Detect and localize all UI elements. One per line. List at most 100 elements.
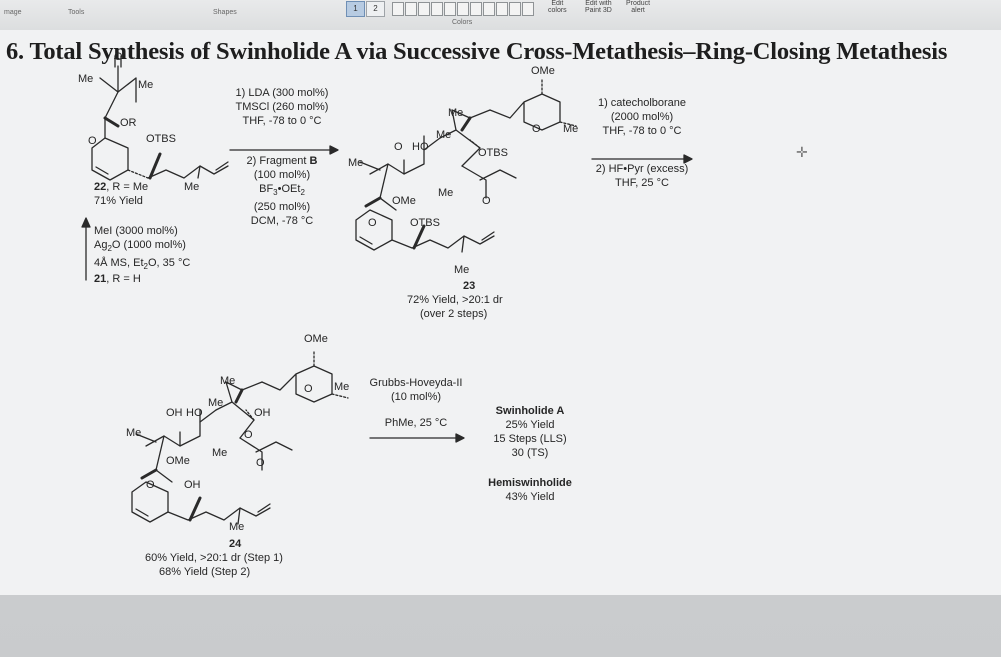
compound-22-number: 22 <box>94 181 107 193</box>
atom-label: Me <box>212 447 228 459</box>
palette-swatch[interactable] <box>444 2 456 16</box>
palette-swatch[interactable] <box>457 2 469 16</box>
atom-label: O <box>256 457 265 469</box>
atom-label: OMe <box>531 65 555 77</box>
swinholide-a-steps: 15 Steps (LLS) <box>493 433 567 445</box>
atom-label: Me <box>184 181 200 193</box>
atom-label: O <box>146 479 155 491</box>
condition-line: (2000 mol%) <box>610 111 674 123</box>
compound-24-yield-step1: 60% Yield, >20:1 dr (Step 1) <box>145 552 283 564</box>
hemiswinholide-yield: 43% Yield <box>505 491 555 503</box>
ribbon-group-image-label: mage <box>4 9 22 16</box>
condition-line: PhMe, 25 °C <box>384 417 448 429</box>
atom-label: Me <box>454 264 470 276</box>
palette-swatch[interactable] <box>392 2 404 16</box>
atom-label: O <box>88 135 97 147</box>
color1-button[interactable]: 1 <box>346 1 365 17</box>
paint3d-label: Paint 3D <box>585 7 612 14</box>
palette-swatch[interactable] <box>470 2 482 16</box>
atom-label: Me <box>448 107 464 119</box>
palette-swatch[interactable] <box>509 2 521 16</box>
condition-line: (100 mol%) <box>253 169 311 181</box>
condition-line: (250 mol%) <box>253 201 311 214</box>
step1-conditions: 1) LDA (300 mol%) TMSCl (260 mol%) THF, … <box>222 86 342 128</box>
hemiswinholide-name: Hemiswinholide <box>488 477 572 489</box>
atom-label: HO <box>412 141 429 153</box>
atom-label: Me <box>138 79 154 91</box>
product-alert-button[interactable]: Product alert <box>626 0 650 14</box>
palette-swatch[interactable] <box>483 2 495 16</box>
product-label: Product <box>626 0 651 7</box>
condition-line: 1) LDA (300 mol%) <box>235 87 329 99</box>
condition-line: Grubbs-Hoveyda-II <box>369 377 463 389</box>
hemiswinholide-result: Hemiswinholide 43% Yield <box>470 476 590 504</box>
alert-label: alert <box>631 7 645 14</box>
swinholide-a-yield: 25% Yield <box>505 419 555 431</box>
reaction-scheme-drawing <box>81 55 693 525</box>
atom-label: OMe <box>392 195 416 207</box>
atom-label: OTBS <box>478 147 508 159</box>
compound-22-structure <box>91 55 229 181</box>
color2-button[interactable]: 2 <box>366 1 385 17</box>
ribbon-group-tools-label: Tools <box>68 9 85 16</box>
compound-23-number: 23 <box>463 280 476 292</box>
edit-colors-button[interactable]: Edit colors <box>548 0 567 14</box>
atom-label: O <box>482 195 491 207</box>
rcm-conditions-top: Grubbs-Hoveyda-II (10 mol%) <box>356 376 476 404</box>
atom-label: Me <box>563 123 579 135</box>
swinholide-a-total-steps: 30 (TS) <box>511 447 549 459</box>
atom-label: Me <box>436 129 452 141</box>
ribbon: mage Tools Shapes Colors 1 2 Edit colors… <box>0 0 1001 31</box>
compound-23-structure <box>355 77 577 253</box>
compound-24-yield-step2: 68% Yield (Step 2) <box>159 566 251 578</box>
atom-label: Me <box>220 375 236 387</box>
palette-swatch[interactable] <box>418 2 430 16</box>
atom-label: O <box>244 429 253 441</box>
atom-label: Me <box>229 521 245 533</box>
condition-line: MeI (3000 mol%) <box>94 225 178 237</box>
ribbon-group-colors-label: Colors <box>452 19 473 26</box>
reduction-conditions-top: 1) catecholborane (2000 mol%) THF, -78 t… <box>582 96 702 138</box>
rcm-conditions-bottom: PhMe, 25 °C <box>356 416 476 430</box>
atom-label: OTBS <box>410 217 440 229</box>
compound-22-yield: 71% Yield <box>94 195 143 207</box>
atom-label: Me <box>126 427 142 439</box>
condition-line: THF, -78 to 0 °C <box>242 115 322 127</box>
palette-swatch[interactable] <box>496 2 508 16</box>
atom-label: OH <box>184 479 201 491</box>
atom-label: Me <box>334 381 350 393</box>
atom-label: OR <box>120 117 137 129</box>
atom-label: O <box>114 51 123 63</box>
step2-conditions: 2) Fragment B (100 mol%) BF3•OEt2 (250 m… <box>222 154 342 228</box>
edit-with-label: Edit with <box>585 0 612 7</box>
atom-label: OMe <box>304 333 328 345</box>
compound-24-structure <box>131 349 349 525</box>
palette-swatch[interactable] <box>431 2 443 16</box>
ribbon-group-shapes-label: Shapes <box>213 9 237 16</box>
atom-label: Me <box>208 397 224 409</box>
edit-colors-label-1: Edit <box>551 0 564 7</box>
compound-21-number: 21 <box>94 273 107 285</box>
condition-line: TMSCl (260 mol%) <box>235 101 329 113</box>
atom-label: O <box>368 217 377 229</box>
swinholide-a-name: Swinholide A <box>495 405 565 417</box>
compound-23-yield: 72% Yield, >20:1 dr <box>407 294 503 306</box>
atom-label: O <box>304 383 313 395</box>
condition-line: 4Å MS, Et2O, 35 °C <box>94 257 191 272</box>
compound-22-caption: 22, R = Me <box>94 180 148 194</box>
atom-label: OH <box>166 407 183 419</box>
atom-label: OH <box>254 407 271 419</box>
crosshair-cursor-icon: ✛ <box>796 144 808 160</box>
slide-canvas[interactable]: 6. Total Synthesis of Swinholide A via S… <box>0 30 1001 595</box>
palette-swatch[interactable] <box>405 2 417 16</box>
swinholide-a-result: Swinholide A 25% Yield 15 Steps (LLS) 30… <box>470 404 590 460</box>
methylation-conditions: MeI (3000 mol%) Ag2O (1000 mol%) 4Å MS, … <box>94 224 190 274</box>
edit-with-paint3d-button[interactable]: Edit with Paint 3D <box>585 0 612 14</box>
atom-label: O <box>394 141 403 153</box>
condition-line: 2) HF•Pyr (excess) <box>595 163 689 175</box>
condition-line: THF, 25 °C <box>615 177 669 189</box>
condition-line: BF3•OEt2 <box>259 183 305 198</box>
condition-line: THF, -78 to 0 °C <box>602 125 682 137</box>
condition-line: DCM, -78 °C <box>250 215 314 228</box>
palette-swatch[interactable] <box>522 2 534 16</box>
